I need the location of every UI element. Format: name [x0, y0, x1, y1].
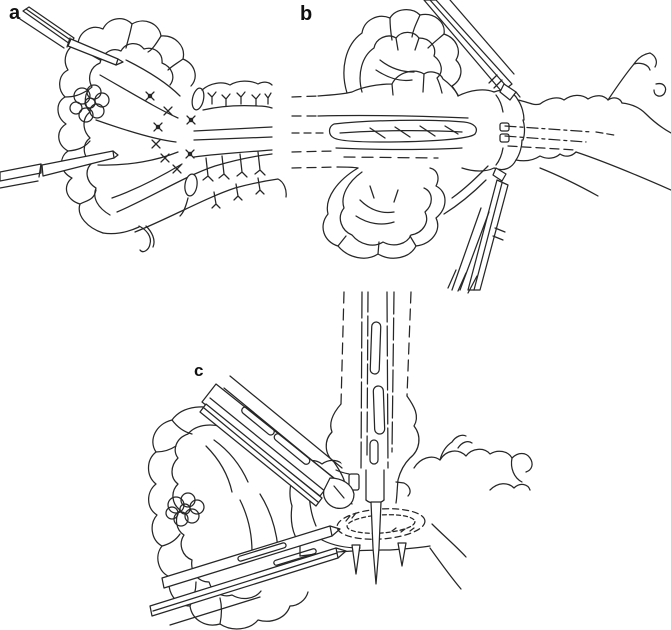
panel-b-illustration — [291, 0, 671, 294]
linear-stapler-cartridge-b — [328, 119, 477, 159]
graspers-lower-left-c — [149, 525, 347, 626]
panel-c-illustration — [147, 291, 533, 630]
divided-bowel-stumps-a — [191, 80, 273, 182]
clip-marks-a — [145, 91, 196, 174]
bottom-bowel-loop-b — [322, 165, 489, 259]
bowel-limbs-over-stapler-b — [291, 70, 469, 169]
laparoscopic-grasper-upper-a — [19, 6, 124, 66]
laparoscopic-grasper-lower-a — [0, 150, 119, 189]
panel-b-label: b — [300, 3, 313, 25]
tumor-mass-c — [165, 492, 205, 527]
colon-loop-a — [57, 18, 196, 253]
grasper-upper-right-b — [423, 0, 521, 101]
panel-a-label: a — [9, 2, 21, 24]
purse-string-staple-line-c — [336, 508, 426, 540]
tumor-mass-a — [69, 84, 110, 123]
stapler-instrument-upper-left-c — [199, 375, 355, 510]
panel-a-illustration — [0, 6, 287, 253]
right-colon-b — [504, 52, 671, 197]
rectal-bowel-band-c — [289, 434, 533, 590]
panel-c-label: c — [194, 361, 204, 380]
mesentery-fan-a — [95, 59, 183, 199]
distal-bowel-band-a — [116, 153, 287, 233]
stapler-spike-c — [351, 501, 407, 585]
circular-stapler-c — [325, 291, 420, 505]
grasper-lower-right-b — [447, 167, 509, 294]
